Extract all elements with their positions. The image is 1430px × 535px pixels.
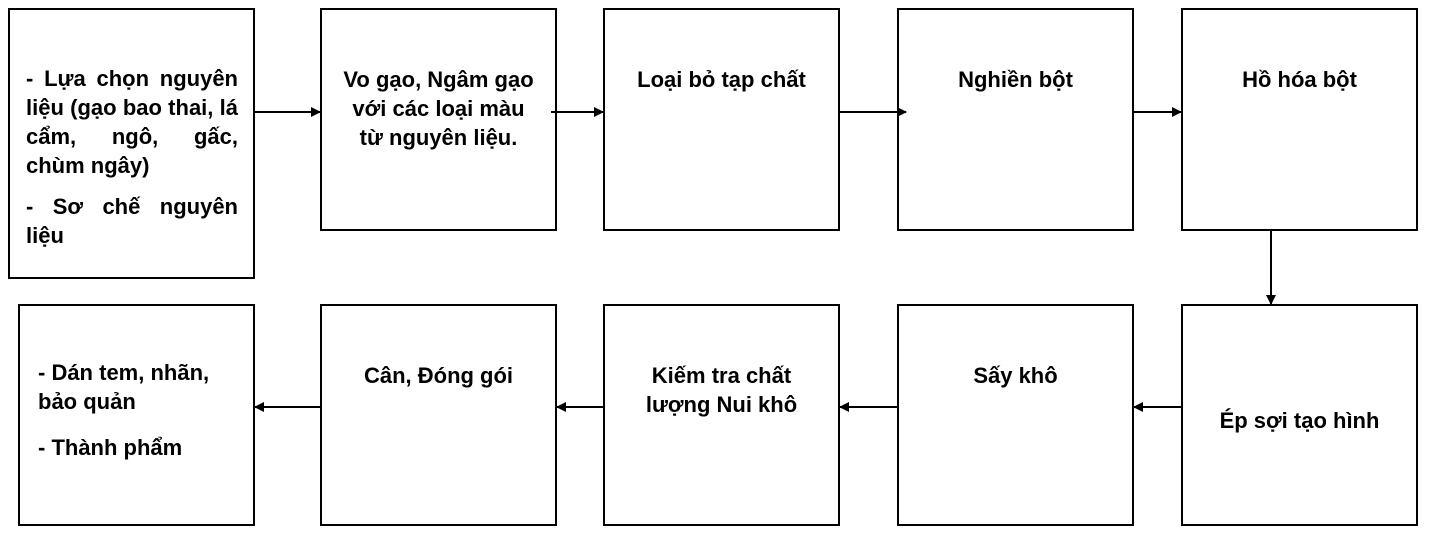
step-quality-check: Kiếm tra chất lượng Nui khô	[603, 304, 840, 526]
step-dry-text: Sấy khô	[973, 363, 1058, 388]
step-wash-soak-rice: Vo gạo, Ngâm gạo với các loại màu từ ngu…	[320, 8, 557, 231]
step-weigh-pack: Cân, Đóng gói	[320, 304, 557, 526]
step-quality-check-text: Kiếm tra chất lượng Nui khô	[645, 363, 798, 417]
step-select-ingredients-line2: - Sơ chế nguyên liệu	[26, 194, 238, 248]
step-extrude-shape: Ép sợi tạo hình	[1181, 304, 1418, 526]
step-wash-soak-rice-text: Vo gạo, Ngâm gạo với các loại màu từ ngu…	[343, 67, 534, 150]
step-remove-impurities: Loại bỏ tạp chất	[603, 8, 840, 231]
step-remove-impurities-text: Loại bỏ tạp chất	[637, 67, 806, 92]
step-gelatinize-flour-text: Hồ hóa bột	[1242, 67, 1357, 92]
step-select-ingredients-line1: - Lựa chọn nguyên liệu (gạo bao thai, lá…	[26, 66, 238, 178]
step-dry: Sấy khô	[897, 304, 1134, 526]
step-grind-flour: Nghiền bột	[897, 8, 1134, 231]
step-select-ingredients: - Lựa chọn nguyên liệu (gạo bao thai, lá…	[8, 8, 255, 279]
step-gelatinize-flour: Hồ hóa bột	[1181, 8, 1418, 231]
step-extrude-shape-text: Ép sợi tạo hình	[1219, 408, 1380, 433]
step-label-finish-line1: - Dán tem, nhãn, bảo quản	[38, 360, 210, 414]
step-grind-flour-text: Nghiền bột	[958, 67, 1073, 92]
step-weigh-pack-text: Cân, Đóng gói	[363, 363, 514, 388]
step-label-finish-line2: - Thành phẩm	[38, 435, 183, 460]
step-label-finish: - Dán tem, nhãn, bảo quản - Thành phẩm	[18, 304, 255, 526]
